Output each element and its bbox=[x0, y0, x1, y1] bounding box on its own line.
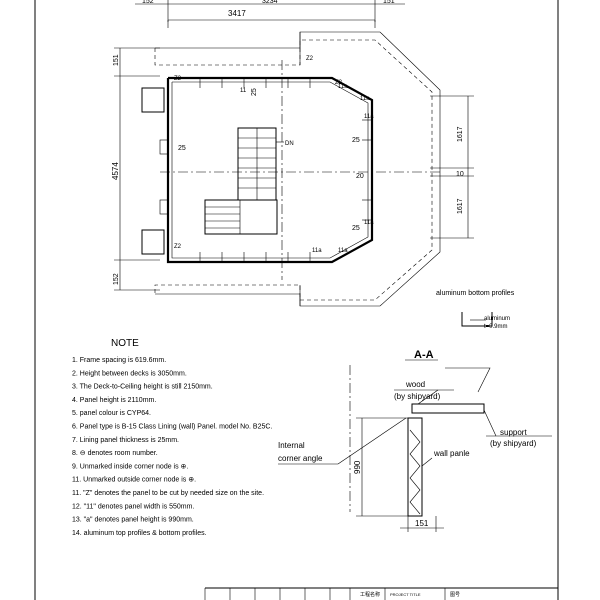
panel-ticks bbox=[199, 78, 372, 262]
sheet-frame bbox=[34, 0, 559, 600]
panel-label: 11a bbox=[364, 220, 374, 226]
dim-right-top: 1617 bbox=[457, 126, 464, 142]
section-corner-angle: corner angle bbox=[278, 454, 323, 463]
note-item: 13. "a" denotes panel height is 990mm. bbox=[72, 517, 194, 524]
profile-material: aluminum bbox=[484, 316, 510, 322]
section-height-dim: 990 bbox=[353, 460, 362, 474]
panel-label: Z2 bbox=[174, 244, 182, 250]
panel-label: Z2 bbox=[306, 56, 314, 62]
hull-outline bbox=[154, 31, 441, 307]
panel-label: 11a bbox=[338, 84, 348, 90]
note-item: 2. Height between decks is 3050mm. bbox=[72, 370, 187, 377]
section-wood-by: (by shipyard) bbox=[394, 392, 441, 401]
section-aa: A-A wood (by shipyard) support (by shipy… bbox=[278, 349, 552, 532]
section-internal: Internal bbox=[278, 441, 305, 450]
panel-label: 25 bbox=[352, 225, 360, 232]
note-item: 5. panel colour is CYP64. bbox=[72, 410, 151, 417]
section-width-dim: 151 bbox=[415, 519, 429, 528]
panel-label: 11a bbox=[312, 248, 322, 254]
note-item: 14. aluminum top profiles & bottom profi… bbox=[72, 530, 207, 537]
title-block-cell: 工程名称 bbox=[360, 591, 380, 598]
panel-label: 11a bbox=[364, 114, 374, 120]
stairwell: DN bbox=[204, 127, 294, 235]
title-block-cell: 图号 bbox=[450, 592, 460, 598]
panel-labels: 25 20 25 25 25 Z2 Z2 Z2 Z2 11a 11a 11a 1… bbox=[174, 56, 374, 254]
panel-label: Z2 bbox=[174, 76, 182, 82]
dim-left-top: 151 bbox=[113, 54, 120, 66]
note-item: 11. Unmarked outside corner node is ⊕. bbox=[72, 477, 196, 484]
panel-label: 11a bbox=[338, 248, 348, 254]
panel-label: 11a bbox=[360, 96, 370, 102]
note-item: 11. "Z" denotes the panel to be cut by n… bbox=[72, 490, 264, 497]
note-item: 9. Unmarked inside corner node is ⊕. bbox=[72, 463, 188, 470]
section-support: support bbox=[500, 428, 527, 437]
notes-title: NOTE bbox=[111, 338, 139, 349]
notes-block: NOTE bbox=[111, 338, 139, 349]
dim-right-center: 10 bbox=[456, 171, 464, 178]
panel-label: 25 bbox=[178, 145, 186, 152]
panel-label: 20 bbox=[356, 173, 364, 180]
note-item: 1. Frame spacing is 619.6mm. bbox=[72, 357, 166, 364]
note-item: 12. "11" denotes panel width is 550mm. bbox=[72, 503, 194, 510]
panel-label: 11 bbox=[240, 88, 247, 94]
note-item: 4. Panel height is 2110mm. bbox=[72, 397, 156, 404]
dim-top-right: 151 bbox=[383, 0, 395, 5]
note-item: 8. ⊖ denotes room number. bbox=[72, 450, 158, 457]
dim-right-bottom: 1617 bbox=[457, 198, 464, 214]
stair-dn-label: DN bbox=[285, 141, 294, 147]
notes-list: 1. Frame spacing is 619.6mm. 2. Height be… bbox=[72, 357, 272, 537]
center-lines bbox=[160, 60, 440, 280]
profile-thickness: t=0.9mm bbox=[484, 324, 508, 330]
panel-label: 25 bbox=[251, 88, 258, 96]
panel-label: Z2 bbox=[335, 80, 343, 86]
section-support-by: (by shipyard) bbox=[490, 439, 537, 448]
section-title: A-A bbox=[414, 349, 434, 361]
panel-label: 25 bbox=[352, 137, 360, 144]
dim-left-bottom: 152 bbox=[113, 273, 120, 285]
left-dimensions: 151 4574 152 bbox=[111, 47, 160, 291]
note-item: 3. The Deck-to-Ceiling height is still 2… bbox=[72, 384, 213, 391]
room-walls bbox=[166, 76, 374, 264]
title-block: 工程名称 PROJECT TITLE 图号 bbox=[204, 587, 558, 600]
dim-overall-width: 3417 bbox=[228, 9, 246, 18]
right-dimensions: 1617 1617 10 bbox=[430, 95, 474, 239]
dim-left-total: 4574 bbox=[111, 162, 120, 180]
section-wood: wood bbox=[405, 380, 425, 389]
note-item: 6. Panel type is B-15 Class Lining (wall… bbox=[72, 424, 272, 431]
dim-top-left: 152 bbox=[142, 0, 154, 5]
dim-top-mid: 3234 bbox=[262, 0, 278, 5]
section-wall-panel: wall panle bbox=[433, 449, 470, 458]
title-block-cell: PROJECT TITLE bbox=[390, 592, 421, 597]
note-item: 7. Lining panel thickness is 25mm. bbox=[72, 437, 179, 444]
profile-detail: aluminum bottom profiles aluminum t=0.9m… bbox=[436, 290, 515, 330]
left-equipment bbox=[141, 87, 169, 255]
top-dimensions: 152 3234 151 3417 bbox=[135, 0, 405, 28]
profile-caption: aluminum bottom profiles bbox=[436, 290, 515, 297]
